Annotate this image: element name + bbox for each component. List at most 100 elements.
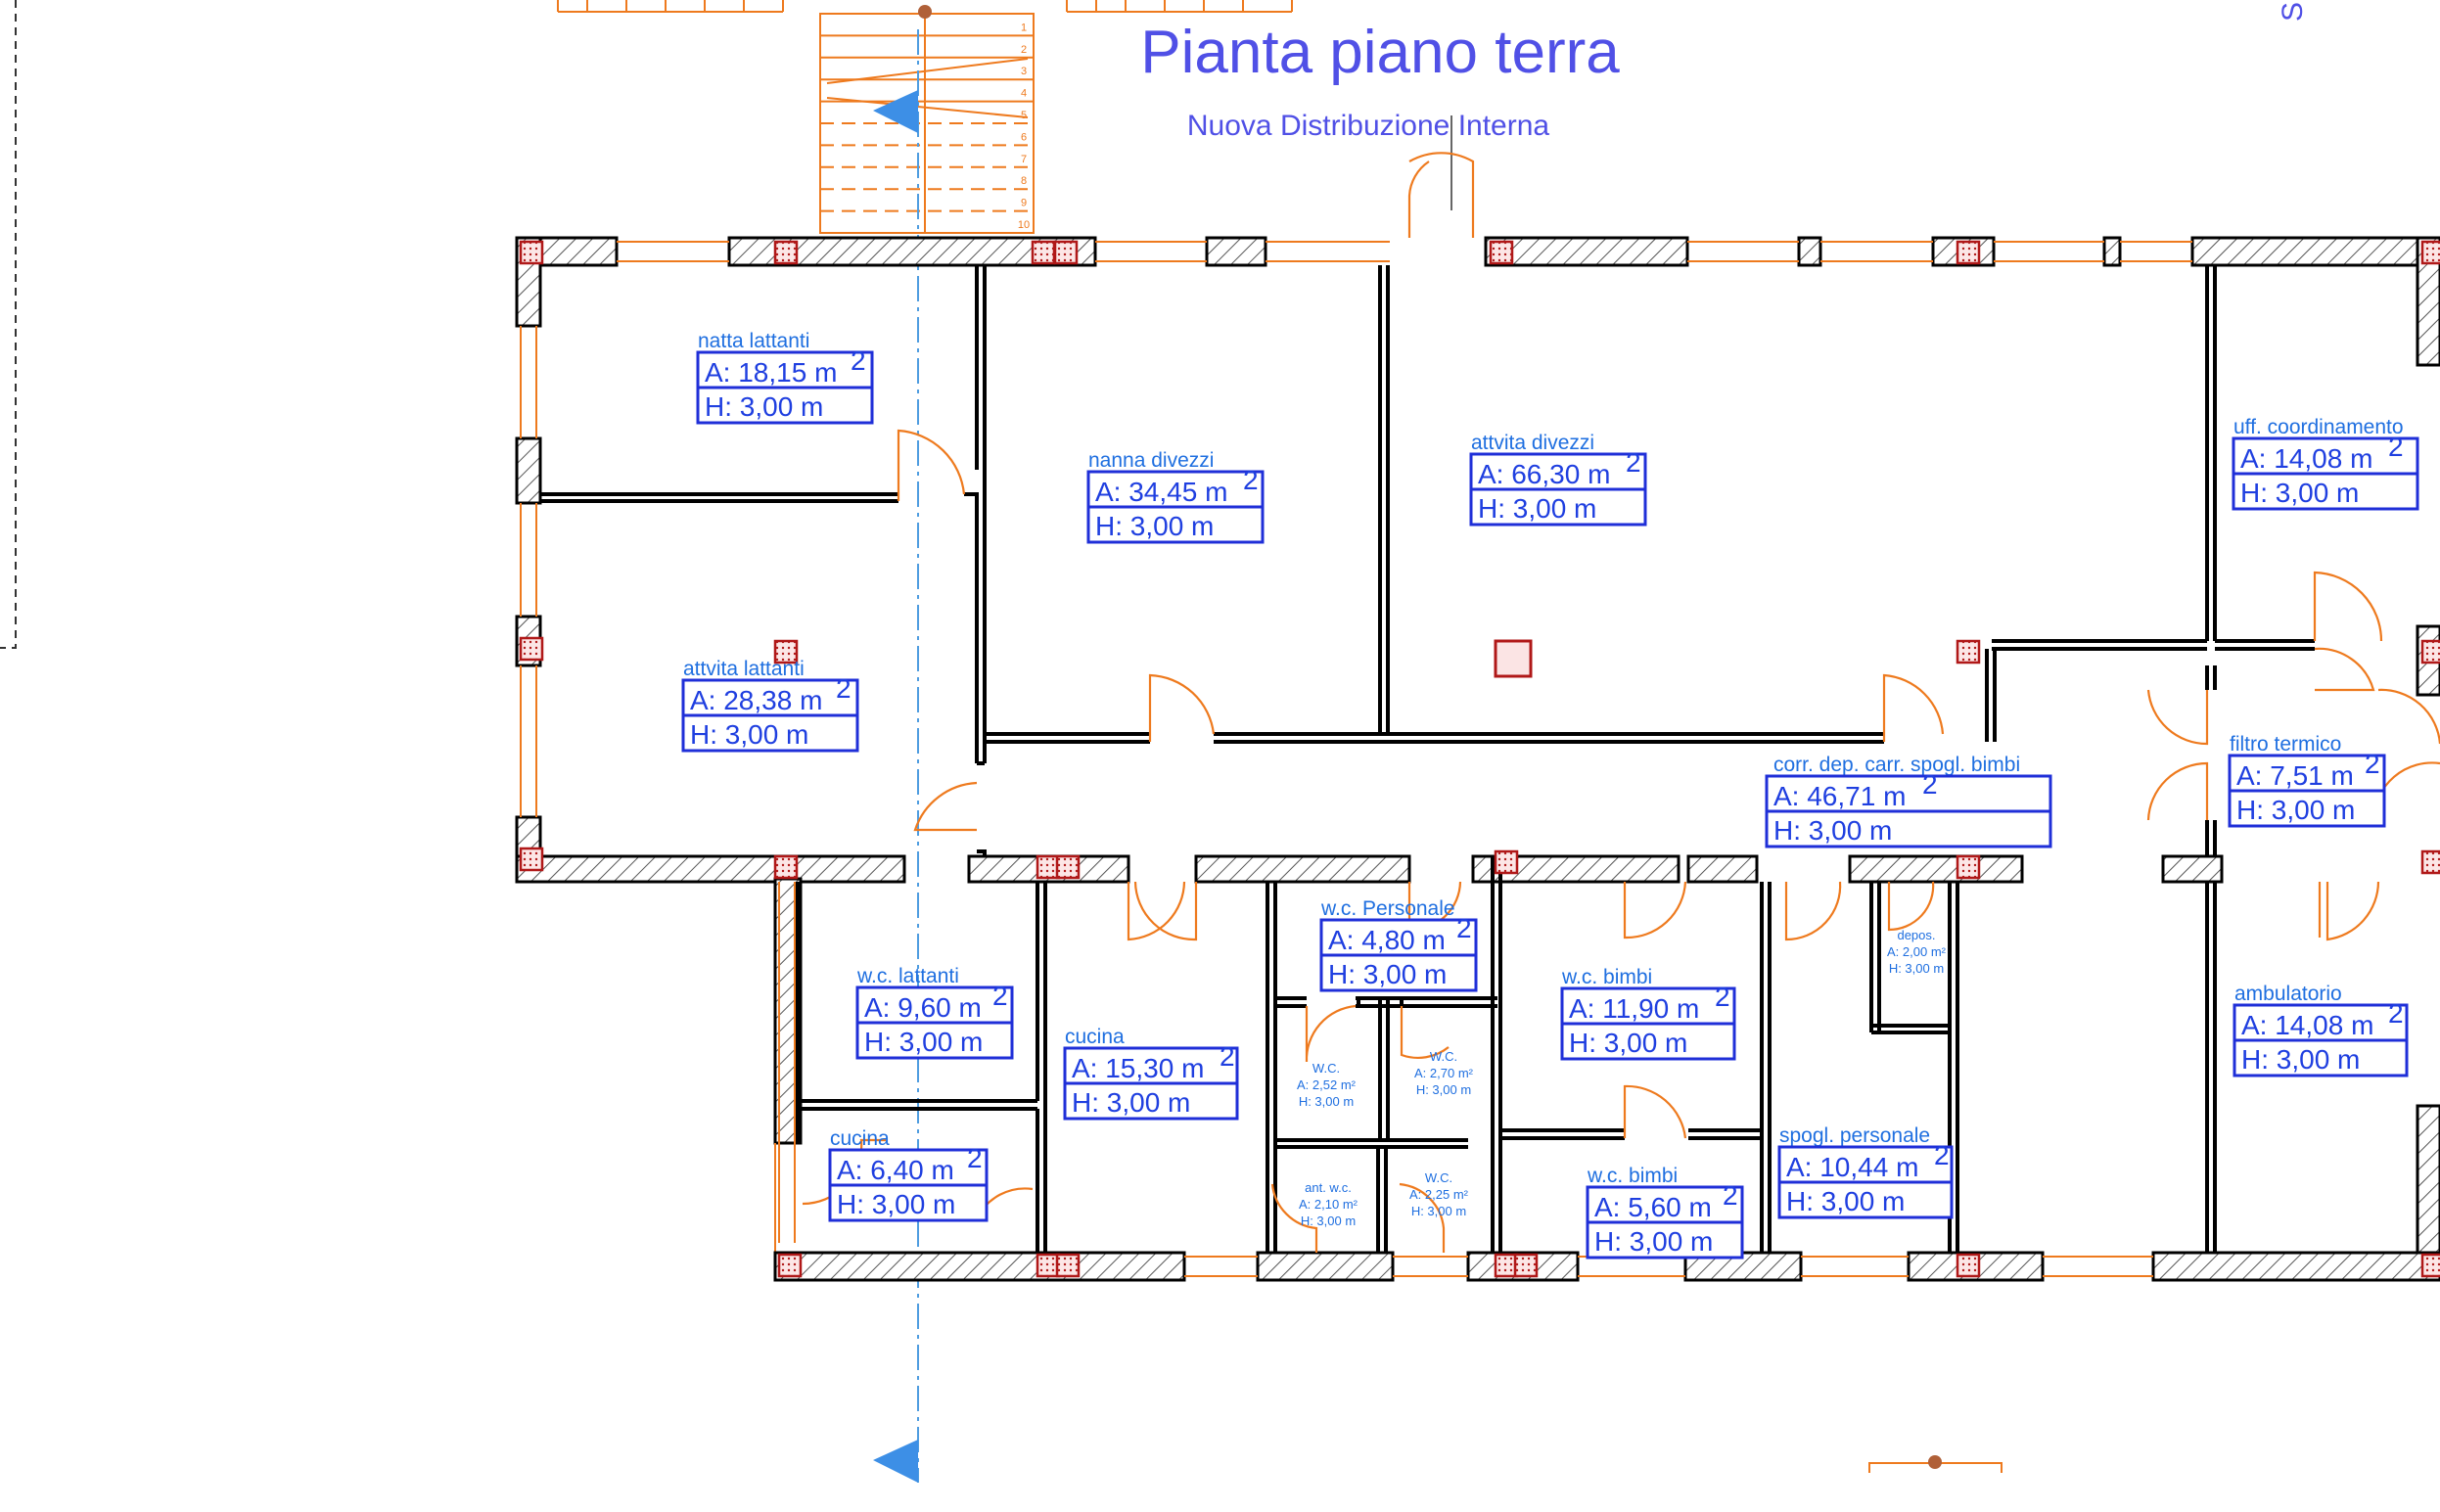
room-name: ambulatorio bbox=[2234, 983, 2342, 1005]
doors bbox=[802, 152, 2440, 1253]
column bbox=[519, 636, 544, 662]
room-area: A: 15,30 m bbox=[1072, 1053, 1204, 1083]
room-label-8: cucina A: 15,30 m 2 H: 3,00 m bbox=[1063, 1026, 1239, 1121]
room-label-10: w.c. bimbi A: 11,90 m 2 H: 3,00 m bbox=[1560, 966, 1736, 1061]
room-area: A: 66,30 m bbox=[1478, 459, 1610, 489]
room-label-11: ambulatorio A: 14,08 m 2 H: 3,00 m bbox=[2233, 983, 2409, 1077]
column bbox=[2420, 849, 2440, 875]
svg-text:2: 2 bbox=[836, 673, 852, 704]
column bbox=[1036, 1253, 1061, 1278]
room-name: w.c. lattanti bbox=[856, 965, 959, 987]
room-area: A: 7,51 m bbox=[2236, 760, 2354, 791]
room-name: uff. coordinamento bbox=[2233, 416, 2404, 438]
column bbox=[1489, 240, 1514, 265]
stair-step-number: 5 bbox=[1021, 110, 1027, 121]
room-name: filtro termico bbox=[2230, 733, 2341, 756]
column bbox=[1494, 1253, 1519, 1278]
room-height: H: 3,00 m bbox=[864, 1027, 983, 1057]
page-title: Pianta piano terra bbox=[1140, 19, 1620, 86]
svg-text:H: 3,00 m: H: 3,00 m bbox=[1299, 1094, 1354, 1109]
corner-mark: S bbox=[2277, 2, 2309, 22]
room-height: H: 3,00 m bbox=[837, 1189, 955, 1219]
svg-text:2: 2 bbox=[851, 345, 866, 376]
column bbox=[519, 240, 544, 265]
room-label-5: corr. dep. carr. spogl. bimbi A: 46,71 m… bbox=[1765, 754, 2052, 848]
svg-text:H: 3,00 m: H: 3,00 m bbox=[1416, 1082, 1471, 1097]
svg-text:2: 2 bbox=[1626, 447, 1641, 478]
stair-step-number: 1 bbox=[1021, 22, 1027, 33]
svg-text:H: 3,00 m: H: 3,00 m bbox=[1889, 961, 1944, 976]
svg-text:A: 2,25 m²: A: 2,25 m² bbox=[1409, 1187, 1469, 1202]
room-label-3: uff. coordinamento A: 14,08 m 2 H: 3,00 … bbox=[2232, 416, 2419, 511]
column bbox=[1956, 854, 1981, 880]
column bbox=[2420, 240, 2440, 265]
room-area: A: 6,40 m bbox=[837, 1155, 954, 1185]
stair-step-number: 4 bbox=[1021, 88, 1027, 100]
room-area: A: 5,60 m bbox=[1594, 1192, 1712, 1222]
svg-text:H: 3,00 m: H: 3,00 m bbox=[1411, 1204, 1466, 1218]
svg-text:2: 2 bbox=[967, 1143, 983, 1173]
svg-text:W.C.: W.C. bbox=[1312, 1061, 1340, 1076]
column bbox=[1956, 1253, 1981, 1278]
svg-text:2: 2 bbox=[2365, 749, 2380, 779]
svg-text:2: 2 bbox=[1243, 465, 1259, 495]
svg-text:2: 2 bbox=[2388, 432, 2404, 462]
room-height: H: 3,00 m bbox=[690, 719, 808, 750]
small-room-label-0: W.C. A: 2,52 m² H: 3,00 m bbox=[1297, 1061, 1357, 1109]
room-height: H: 3,00 m bbox=[2241, 1044, 2360, 1075]
column bbox=[773, 639, 799, 664]
site-boundary bbox=[0, 0, 17, 649]
column bbox=[1494, 849, 1519, 875]
svg-text:2: 2 bbox=[992, 981, 1008, 1011]
stair-step-number: 3 bbox=[1021, 66, 1027, 77]
room-label-2: attvita divezzi A: 66,30 m 2 H: 3,00 m bbox=[1469, 432, 1647, 527]
small-room-label-2: ant. w.c. A: 2,10 m² H: 3,00 m bbox=[1299, 1180, 1358, 1228]
room-height: H: 3,00 m bbox=[1594, 1226, 1713, 1257]
page-subtitle: Nuova Distribuzione Interna bbox=[1187, 110, 1550, 142]
room-label-12: cucina A: 6,40 m 2 H: 3,00 m bbox=[828, 1127, 989, 1222]
svg-text:2: 2 bbox=[1456, 913, 1472, 943]
svg-text:W.C.: W.C. bbox=[1430, 1049, 1457, 1064]
room-name: corr. dep. carr. spogl. bimbi bbox=[1773, 754, 2020, 776]
room-height: H: 3,00 m bbox=[1569, 1028, 1687, 1058]
columns bbox=[519, 240, 2440, 1278]
room-area: A: 18,15 m bbox=[705, 357, 837, 388]
svg-text:2: 2 bbox=[1723, 1180, 1738, 1211]
small-room-label-3: W.C. A: 2,25 m² H: 3,00 m bbox=[1409, 1170, 1469, 1218]
interior-walls bbox=[540, 265, 2315, 1253]
room-name: natta lattanti bbox=[698, 330, 809, 352]
room-area: A: 10,44 m bbox=[1786, 1152, 1918, 1182]
room-height: H: 3,00 m bbox=[1072, 1087, 1190, 1118]
stair-step-number: 2 bbox=[1021, 44, 1027, 56]
column bbox=[2420, 639, 2440, 664]
svg-text:W.C.: W.C. bbox=[1425, 1170, 1452, 1185]
room-name: attvita lattanti bbox=[683, 658, 805, 680]
column bbox=[1036, 854, 1061, 880]
stair-step-number: 6 bbox=[1021, 131, 1027, 143]
column-center bbox=[1494, 639, 1533, 678]
room-height: H: 3,00 m bbox=[1328, 959, 1447, 989]
column bbox=[777, 1253, 803, 1278]
top-fence bbox=[557, 0, 1293, 13]
room-label-9: w.c. Personale A: 4,80 m 2 H: 3,00 m bbox=[1319, 897, 1478, 992]
room-name: w.c. bimbi bbox=[1561, 966, 1652, 988]
room-area: A: 14,08 m bbox=[2241, 1010, 2373, 1040]
column bbox=[773, 854, 799, 880]
column bbox=[773, 240, 799, 265]
room-area: A: 11,90 m bbox=[1569, 993, 1699, 1024]
room-name: nanna divezzi bbox=[1088, 449, 1214, 472]
stair-step-number: 9 bbox=[1021, 198, 1027, 209]
svg-text:depos.: depos. bbox=[1897, 928, 1935, 942]
column bbox=[1956, 240, 1981, 265]
room-area: A: 14,08 m bbox=[2240, 443, 2372, 474]
stair-landing bbox=[826, 58, 1029, 118]
svg-text:A: 2,70 m²: A: 2,70 m² bbox=[1414, 1066, 1474, 1080]
column bbox=[1513, 1253, 1539, 1278]
room-area: A: 4,80 m bbox=[1328, 925, 1446, 955]
svg-text:2: 2 bbox=[2388, 998, 2404, 1029]
bottom-marker bbox=[1868, 1455, 2003, 1473]
room-area: A: 46,71 m bbox=[1773, 781, 1906, 811]
room-name: attvita divezzi bbox=[1471, 432, 1594, 454]
stair-step-number: 7 bbox=[1021, 154, 1027, 165]
